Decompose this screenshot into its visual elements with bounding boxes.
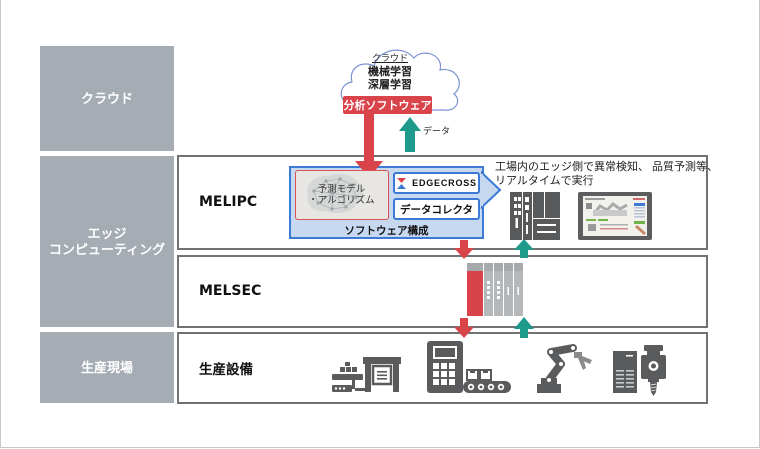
gantry-machine-icon (332, 357, 401, 392)
layer-cloud-text: クラウド (80, 90, 133, 106)
row-label-production: 生産設備 (199, 362, 253, 378)
prediction-model-box: 予測モデル ・アルゴリズム (295, 170, 389, 220)
software-configuration-caption: ソフトウェア構成 (344, 225, 429, 237)
callout-pointer (480, 170, 502, 210)
layer-edge-text-line2: コンピューティング (48, 241, 166, 257)
callout-line1: 工場内のエッジ側で異常検知、 品質予測等、 (495, 161, 719, 173)
melipc-device-icon (510, 192, 560, 240)
cloud-machine-learning: 機械学習 (368, 66, 412, 78)
up-arrow-icon (399, 117, 421, 152)
layer-label-site: 生産現場 (40, 332, 174, 403)
neural-network-icon (307, 174, 364, 213)
layer-site-text: 生産現場 (80, 359, 133, 375)
cloud-title: クラウド (371, 53, 408, 63)
down-arrow-icon (454, 318, 474, 338)
monitor-screen-icon (578, 192, 652, 240)
data-collector-label: データコレクタ (399, 203, 474, 216)
callout-line2: リアルタイムで実行 (495, 175, 594, 187)
data-label: データ (423, 126, 451, 136)
cloud-deep-learning: 深層学習 (368, 79, 412, 91)
robot-arm-icon (537, 344, 592, 393)
prediction-model-text: 予測モデル ・アルゴリズム (296, 184, 387, 206)
down-arrow-icon (454, 240, 474, 259)
layer-edge-text-line1: エッジ (87, 225, 127, 241)
down-arrow-icon (355, 112, 383, 178)
cloud-icon (340, 49, 460, 111)
edgecross-label: EDGECROSS (412, 178, 477, 188)
prediction-model-line1: 予測モデル (317, 184, 366, 195)
row-melsec (177, 255, 708, 328)
analysis-software-box: 分析ソフトウェア (343, 96, 432, 114)
up-arrow-icon (514, 239, 534, 258)
machining-spindle-icon (613, 345, 666, 396)
control-panel-conveyor-icon (427, 341, 511, 393)
layer-label-cloud: クラウド (40, 46, 174, 151)
edgecross-logo-icon (397, 177, 407, 189)
up-arrow-icon (514, 317, 534, 338)
plc-icon (467, 263, 523, 316)
analysis-software-label: 分析ソフトウェア (343, 100, 432, 112)
layer-label-edge: エッジ コンピューティング (40, 156, 174, 327)
edgecross-box: EDGECROSS (393, 172, 480, 194)
prediction-model-line2: ・アルゴリズム (308, 195, 375, 206)
row-label-melsec: MELSEC (199, 283, 262, 299)
row-label-melipc: MELIPC (199, 194, 258, 210)
data-collector-box: データコレクタ (393, 198, 480, 220)
